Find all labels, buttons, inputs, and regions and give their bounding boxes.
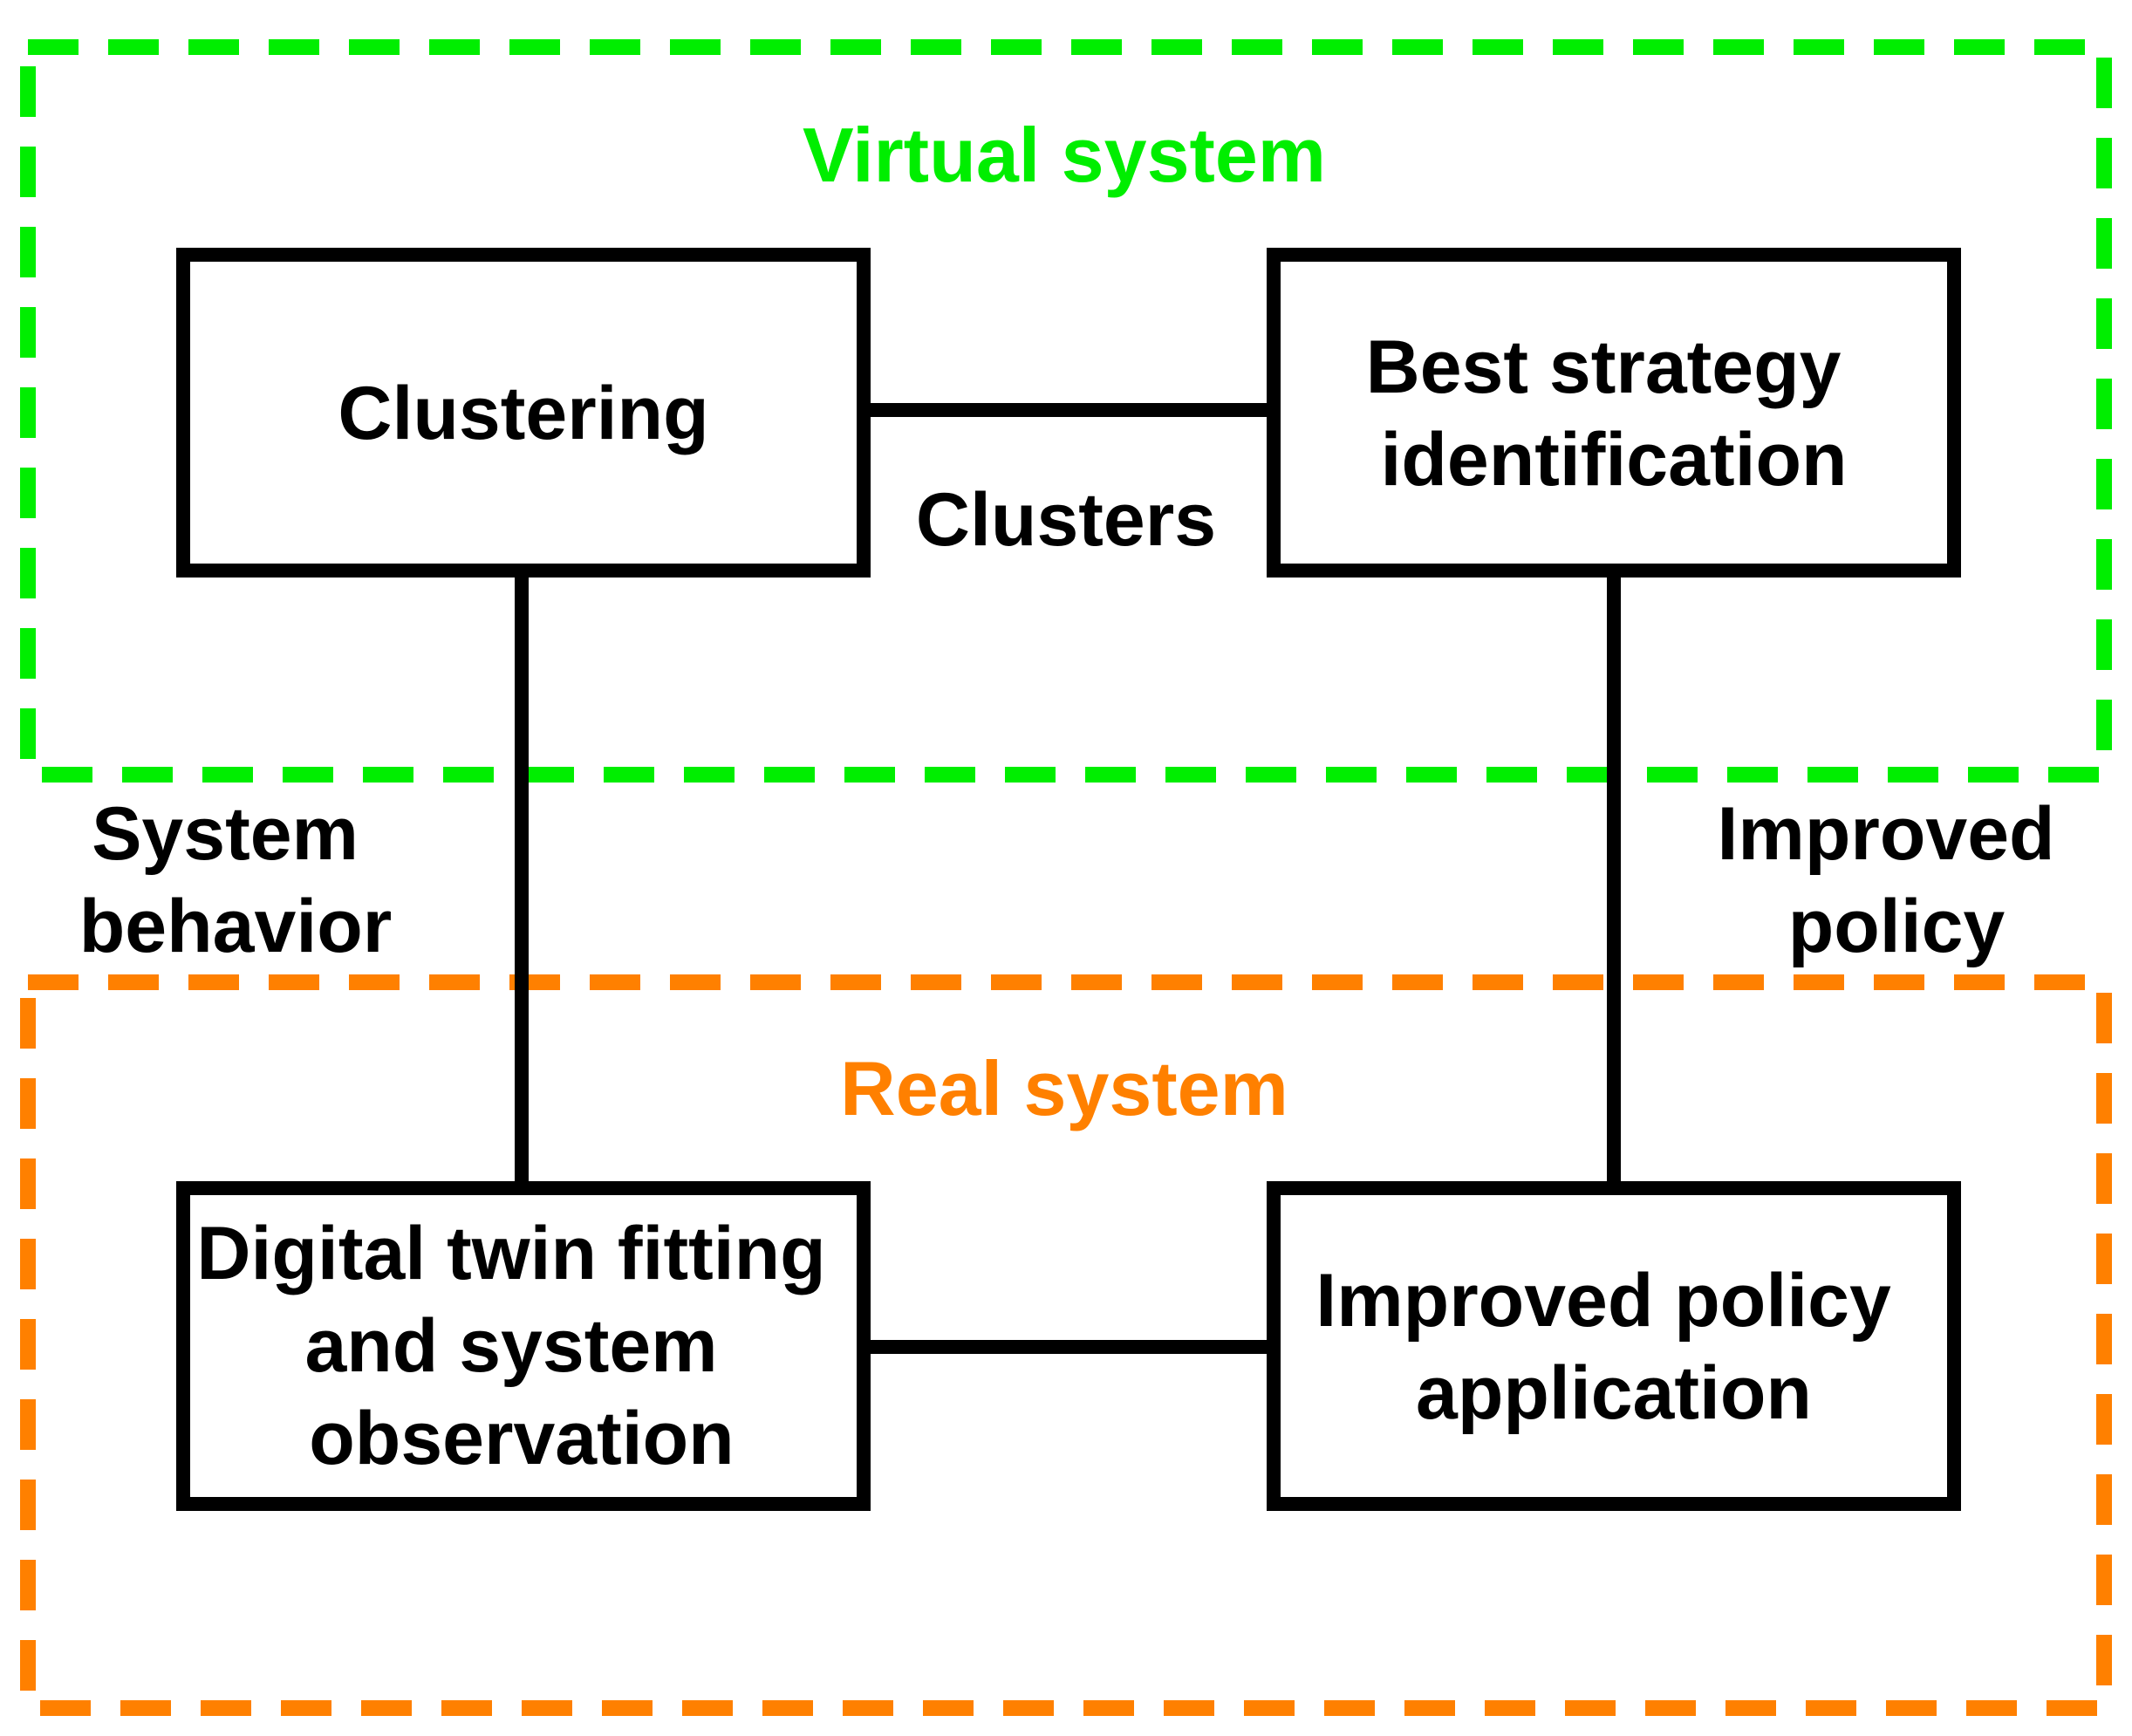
real-system-title: Real system bbox=[840, 1045, 1288, 1131]
edge-label-system-behavior: System behavior bbox=[79, 792, 392, 968]
node-improved-application-box bbox=[1267, 1181, 1961, 1511]
real-system-region bbox=[20, 974, 2112, 1716]
node-clustering-box bbox=[176, 248, 871, 578]
node-clustering: Clustering bbox=[176, 248, 871, 578]
edge-label-improved-policy: Improved policy bbox=[1718, 792, 2076, 968]
virtual-system-title: Virtual system bbox=[803, 112, 1326, 198]
edge-label-clusters: Clusters bbox=[916, 478, 1216, 562]
node-digital-twin-label: Digital twin fitting and system observat… bbox=[196, 1212, 846, 1480]
virtual-system-region bbox=[20, 39, 2112, 783]
node-best-strategy-box bbox=[1267, 248, 1961, 578]
node-clustering-label: Clustering bbox=[338, 372, 708, 455]
node-improved-application: Improved policy application bbox=[1267, 1181, 1961, 1511]
node-best-strategy: Best strategy identification bbox=[1267, 248, 1961, 578]
node-best-strategy-label: Best strategy identification bbox=[1366, 325, 1862, 502]
node-digital-twin: Digital twin fitting and system observat… bbox=[176, 1181, 871, 1511]
node-improved-application-label: Improved policy application bbox=[1315, 1259, 1911, 1435]
node-digital-twin-box bbox=[176, 1181, 871, 1511]
